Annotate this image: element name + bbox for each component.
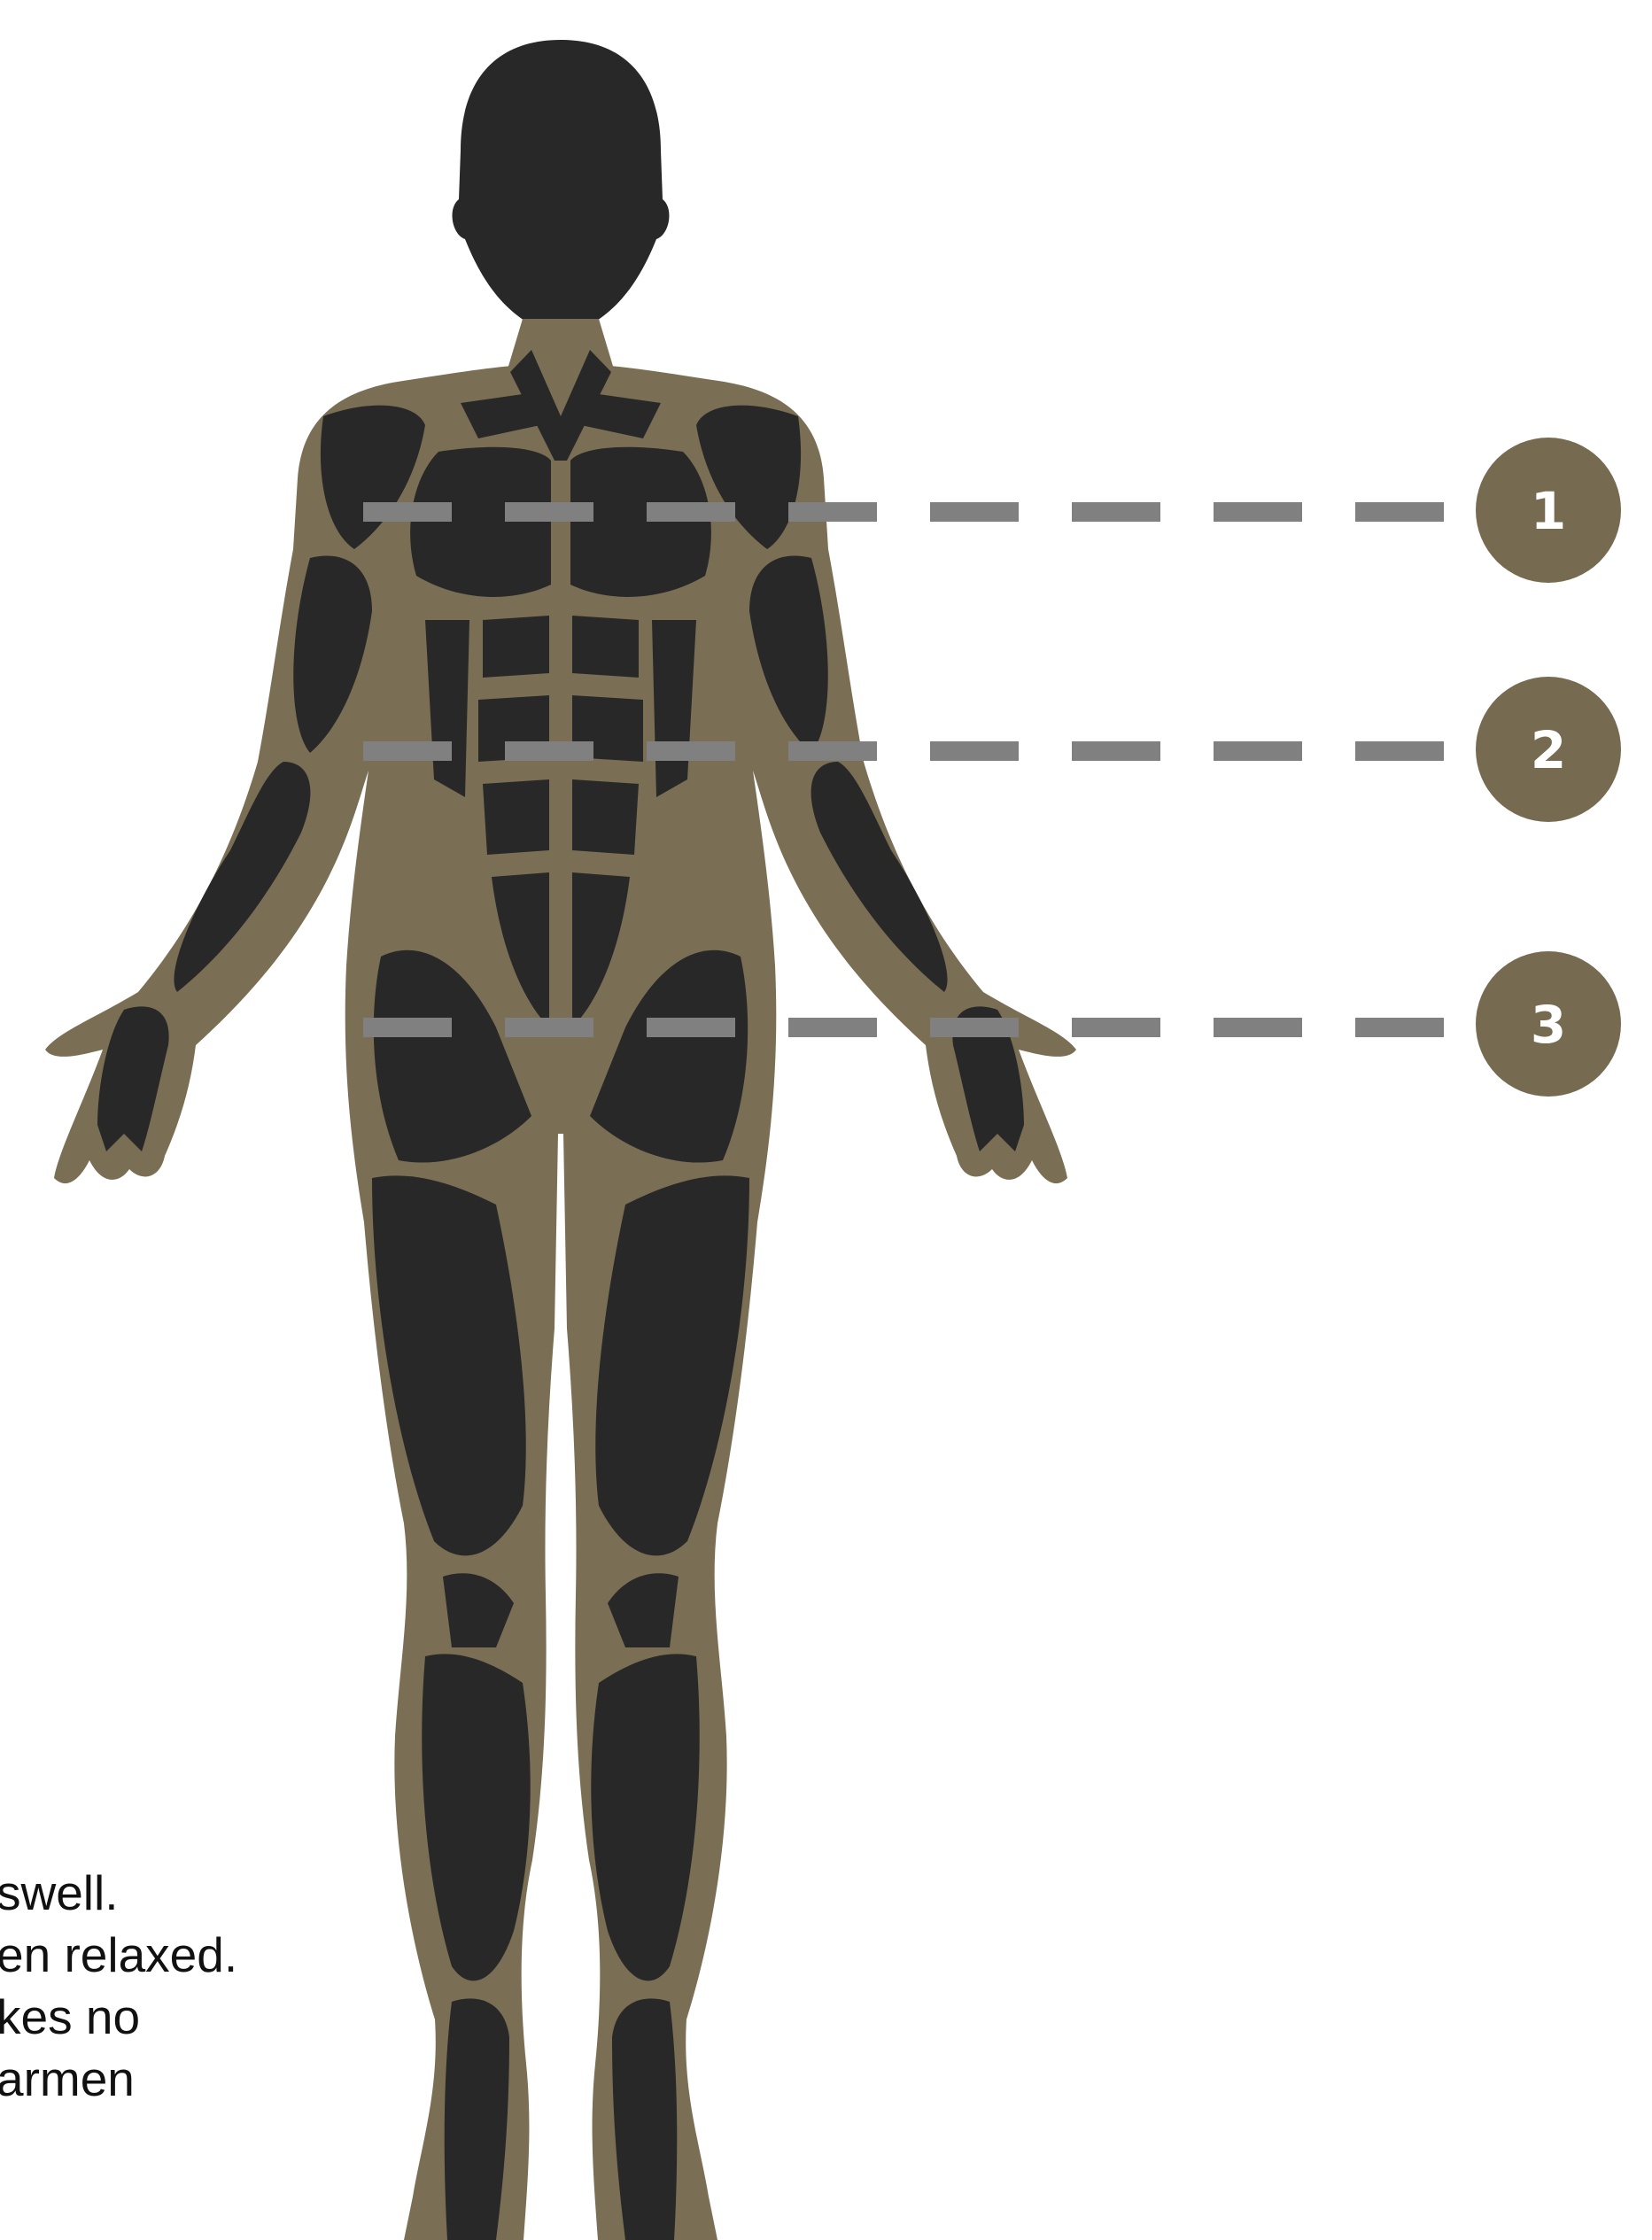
- caption-line: swell.: [0, 1862, 280, 1924]
- caption-line: kes no: [0, 1986, 280, 2048]
- marker-2: 2: [1476, 677, 1621, 822]
- marker-3: 3: [1476, 951, 1621, 1097]
- caption-text: swell. en relaxed. kes no armen: [0, 1862, 280, 2110]
- marker-1: 1: [1476, 438, 1621, 583]
- caption-line: armen: [0, 2048, 280, 2110]
- marker-2-label: 2: [1531, 720, 1566, 780]
- marker-1-label: 1: [1531, 481, 1566, 541]
- head: [453, 40, 670, 337]
- marker-3-label: 3: [1531, 995, 1566, 1055]
- caption-line: en relaxed.: [0, 1924, 280, 1986]
- measurement-markers: 1 2 3: [1476, 438, 1621, 1097]
